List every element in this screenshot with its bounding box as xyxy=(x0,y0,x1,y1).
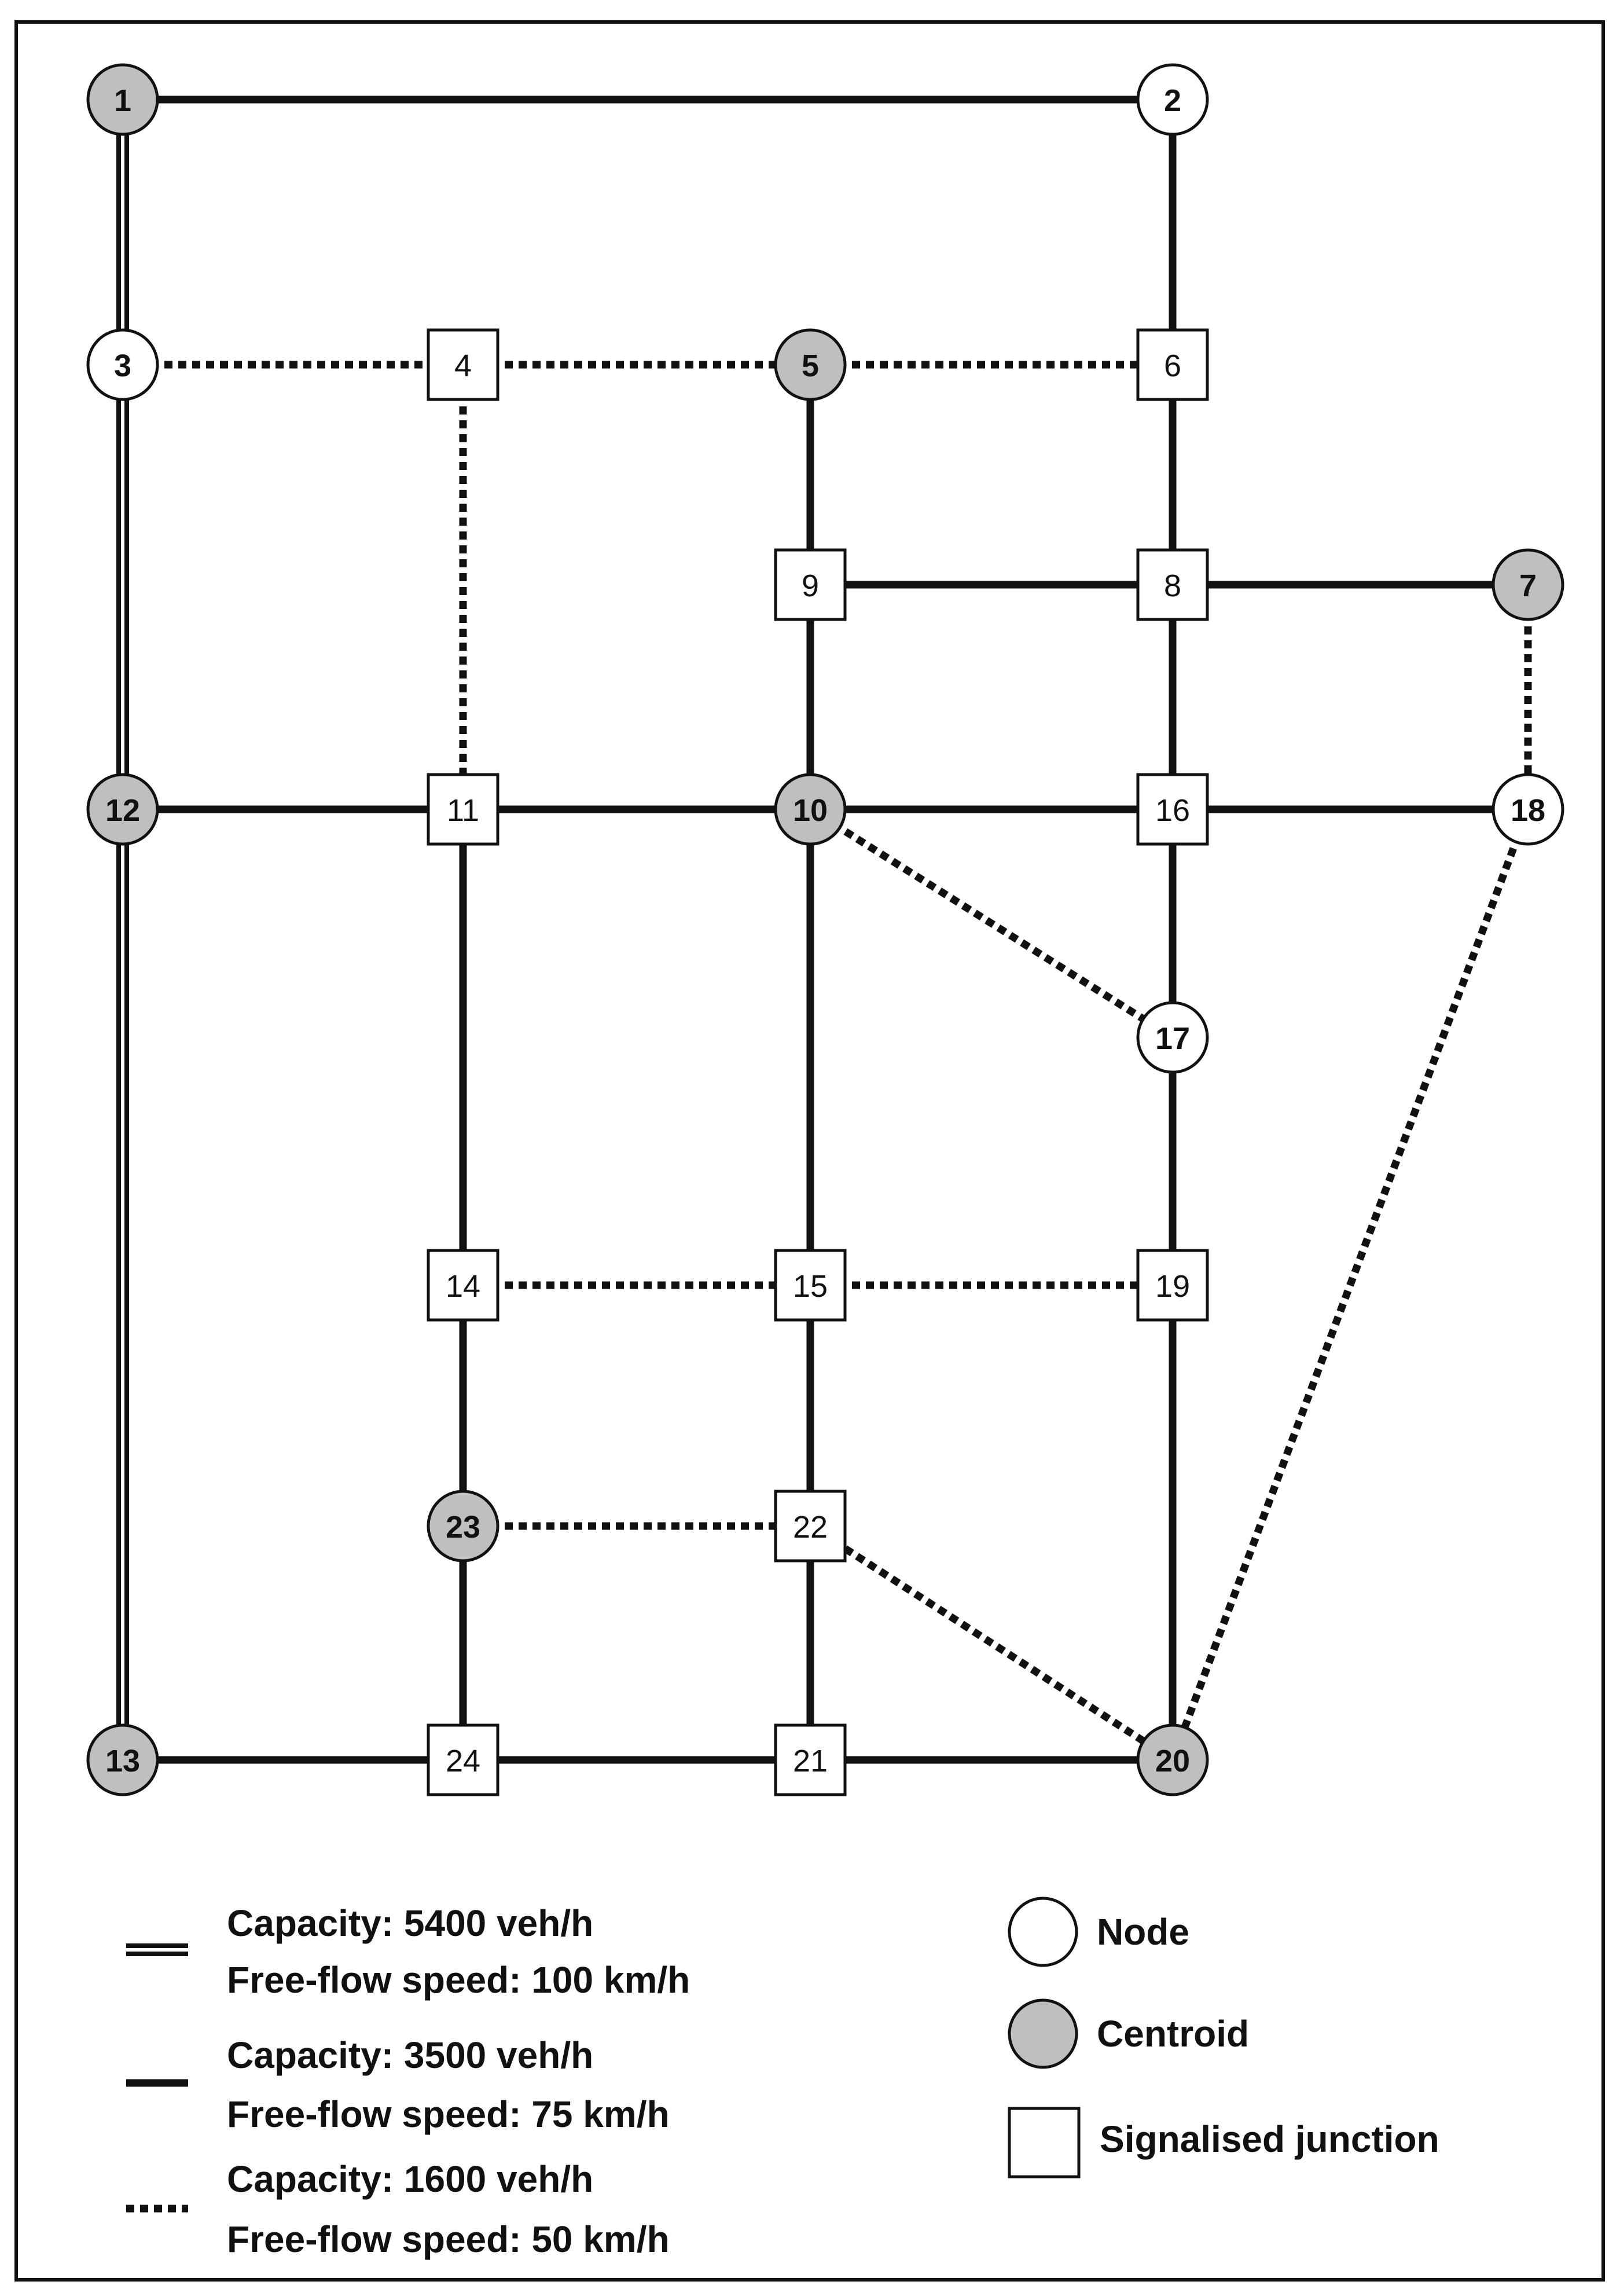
node-label-6: 6 xyxy=(1164,349,1181,383)
node-label-9: 9 xyxy=(802,569,819,603)
junction-square xyxy=(774,1490,847,1563)
node-label-21: 21 xyxy=(793,1744,828,1778)
legend-capacity-3500: Capacity: 3500 veh/h xyxy=(227,2034,593,2076)
node-label-20: 20 xyxy=(1155,1744,1190,1778)
legend-capacity-1600: Capacity: 1600 veh/h xyxy=(227,2158,593,2200)
links-layer xyxy=(116,96,1532,1764)
junction-square xyxy=(427,1723,499,1796)
centroid-circle xyxy=(427,1490,499,1563)
legend-junction-symbol xyxy=(1008,2107,1081,2178)
legend-centroid-symbol xyxy=(1008,1998,1078,2069)
node-label-24: 24 xyxy=(446,1744,480,1778)
node-label-16: 16 xyxy=(1155,793,1190,828)
junction-22: 22 xyxy=(774,1490,847,1563)
node-label-1: 1 xyxy=(114,83,131,118)
link-22-20 xyxy=(808,1523,1175,1763)
centroid-7: 7 xyxy=(1492,548,1564,621)
junction-square xyxy=(427,328,499,401)
legend-centroid-label: Centroid xyxy=(1097,2013,1249,2055)
junction-square xyxy=(774,1723,847,1796)
node-circle xyxy=(86,328,159,401)
legend-node-types: Node Centroid Signalised junction xyxy=(1008,1897,1439,2178)
centroid-1: 1 xyxy=(86,63,159,136)
node-label-14: 14 xyxy=(446,1269,480,1304)
node-label-15: 15 xyxy=(793,1269,828,1304)
legend-speed-1600: Free-flow speed: 50 km/h xyxy=(227,2218,670,2260)
node-18: 18 xyxy=(1492,773,1564,846)
node-label-3: 3 xyxy=(114,349,131,383)
legend-item-1600: Capacity: 1600 veh/h Free-flow speed: 50… xyxy=(126,2158,670,2260)
centroid-circle xyxy=(1136,1723,1209,1796)
node-label-22: 22 xyxy=(793,1510,828,1545)
junction-6: 6 xyxy=(1136,328,1209,401)
centroid-circle xyxy=(86,63,159,136)
legend-junction-label: Signalised junction xyxy=(1100,2118,1439,2160)
node-label-19: 19 xyxy=(1155,1269,1190,1304)
node-circle xyxy=(1136,63,1209,136)
centroid-circle xyxy=(774,773,847,846)
junction-square xyxy=(1136,1249,1209,1322)
node-circle xyxy=(1492,773,1564,846)
link-18-20 xyxy=(1169,808,1532,1762)
junction-square xyxy=(427,773,499,846)
node-17: 17 xyxy=(1136,1001,1209,1074)
legend-speed-5400: Free-flow speed: 100 km/h xyxy=(227,1959,690,2001)
centroid-10: 10 xyxy=(774,773,847,846)
junction-square xyxy=(1136,328,1209,401)
junction-14: 14 xyxy=(427,1249,499,1322)
junction-square xyxy=(427,1249,499,1322)
centroid-circle xyxy=(86,773,159,846)
junction-8: 8 xyxy=(1136,548,1209,621)
junction-24: 24 xyxy=(427,1723,499,1796)
node-label-18: 18 xyxy=(1511,793,1545,828)
legend-links: Capacity: 5400 veh/h Free-flow speed: 10… xyxy=(126,1902,690,2260)
junction-square xyxy=(1136,548,1209,621)
legend-node-symbol xyxy=(1008,1897,1078,1967)
node-label-17: 17 xyxy=(1155,1021,1190,1056)
node-label-4: 4 xyxy=(454,349,472,383)
node-label-5: 5 xyxy=(802,349,819,383)
centroid-12: 12 xyxy=(86,773,159,846)
junction-square xyxy=(774,548,847,621)
junction-21: 21 xyxy=(774,1723,847,1796)
legend-capacity-5400: Capacity: 5400 veh/h xyxy=(227,1902,593,1944)
node-label-13: 13 xyxy=(105,1744,140,1778)
node-label-11: 11 xyxy=(447,793,479,828)
node-label-7: 7 xyxy=(1519,569,1537,603)
centroid-20: 20 xyxy=(1136,1723,1209,1796)
junction-19: 19 xyxy=(1136,1249,1209,1322)
junction-4: 4 xyxy=(427,328,499,401)
node-label-8: 8 xyxy=(1164,569,1181,603)
node-label-2: 2 xyxy=(1164,83,1181,118)
centroid-circle xyxy=(1492,548,1564,621)
centroid-circle xyxy=(774,328,847,401)
legend-item-3500: Capacity: 3500 veh/h Free-flow speed: 75… xyxy=(126,2034,670,2135)
node-circle xyxy=(1136,1001,1209,1074)
link-10-17 xyxy=(808,806,1175,1041)
centroid-23: 23 xyxy=(427,1490,499,1563)
centroid-13: 13 xyxy=(86,1723,159,1796)
node-label-23: 23 xyxy=(446,1510,480,1545)
junction-square xyxy=(774,1249,847,1322)
legend-node-label: Node xyxy=(1097,1911,1189,1953)
junction-11: 11 xyxy=(427,773,499,846)
node-label-12: 12 xyxy=(105,793,140,828)
centroid-5: 5 xyxy=(774,328,847,401)
node-3: 3 xyxy=(86,328,159,401)
legend-item-5400: Capacity: 5400 veh/h Free-flow speed: 10… xyxy=(126,1902,690,2001)
legend-speed-3500: Free-flow speed: 75 km/h xyxy=(227,2093,670,2135)
junction-15: 15 xyxy=(774,1249,847,1322)
node-label-10: 10 xyxy=(793,793,828,828)
node-2: 2 xyxy=(1136,63,1209,136)
junction-16: 16 xyxy=(1136,773,1209,846)
junction-square xyxy=(1136,773,1209,846)
centroid-circle xyxy=(86,1723,159,1796)
junction-9: 9 xyxy=(774,548,847,621)
